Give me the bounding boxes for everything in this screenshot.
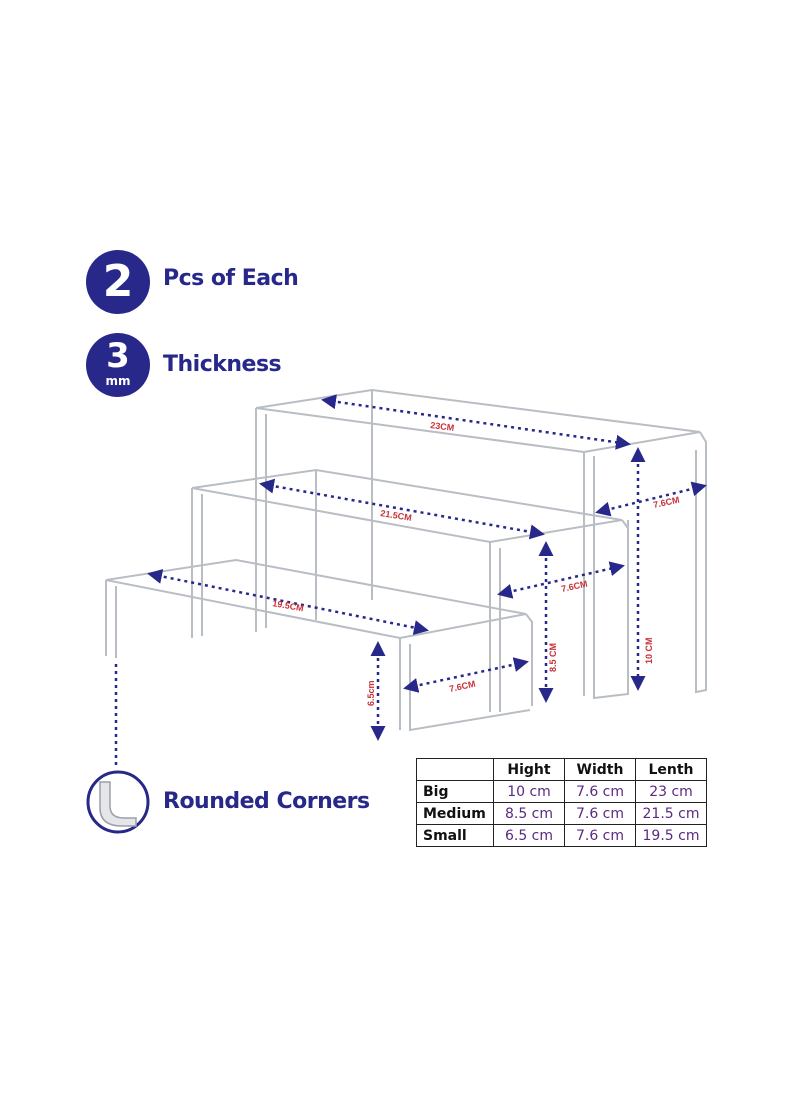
medium-length-value: 21.5 cm: [635, 802, 707, 825]
big-height-value: 10 cm: [493, 780, 565, 803]
size-spec-table: Hight Width Lenth Big 10 cm 7.6 cm 23 cm…: [416, 758, 707, 847]
table-row: Big 10 cm 7.6 cm 23 cm: [416, 780, 707, 803]
table-header-row: Hight Width Lenth: [416, 758, 707, 781]
big-length-label: 23CM: [430, 420, 455, 433]
medium-width-value: 7.6 cm: [564, 802, 636, 825]
table-row: Medium 8.5 cm 7.6 cm 21.5 cm: [416, 802, 707, 825]
rounded-corners-label: Rounded Corners: [163, 789, 370, 814]
small-width-value: 7.6 cm: [564, 824, 636, 847]
row-label-small: Small: [416, 824, 494, 847]
thickness-unit: mm: [105, 374, 131, 388]
table-row: Small 6.5 cm 7.6 cm 19.5 cm: [416, 824, 707, 847]
small-width-label: 7.6CM: [448, 679, 476, 694]
rounded-corner-callout: [86, 770, 150, 834]
medium-length-label: 21.5CM: [380, 508, 413, 523]
pieces-count-label: Pcs of Each: [163, 266, 299, 291]
thickness-badge: 3 mm: [86, 333, 150, 397]
big-length-arrow: [321, 394, 631, 450]
table-header-empty: [416, 758, 494, 781]
small-height-value: 6.5 cm: [493, 824, 565, 847]
row-label-big: Big: [416, 780, 494, 803]
table-header-height: Hight: [493, 758, 565, 781]
small-length-arrow: [147, 569, 429, 635]
pieces-count-number: 2: [102, 256, 134, 307]
table-header-width: Width: [564, 758, 636, 781]
big-width-arrow: [595, 481, 707, 517]
medium-height-label: 8.5 CM: [548, 643, 558, 672]
big-width-value: 7.6 cm: [564, 780, 636, 803]
small-length-value: 19.5 cm: [635, 824, 707, 847]
rounded-corner-icon: [99, 781, 137, 827]
big-length-value: 23 cm: [635, 780, 707, 803]
small-length-label: 19.5CM: [272, 598, 305, 613]
thickness-label: Thickness: [163, 352, 282, 377]
pieces-count-badge: 2: [86, 250, 150, 314]
small-height-label: 6.5cm: [366, 680, 376, 706]
thickness-number: 3: [106, 336, 130, 376]
table-header-length: Lenth: [635, 758, 707, 781]
medium-height-value: 8.5 cm: [493, 802, 565, 825]
small-stand: [105, 558, 533, 732]
medium-length-arrow: [259, 478, 545, 540]
big-width-label: 7.6CM: [652, 495, 680, 510]
row-label-medium: Medium: [416, 802, 494, 825]
big-height-label: 10 CM: [644, 637, 654, 664]
